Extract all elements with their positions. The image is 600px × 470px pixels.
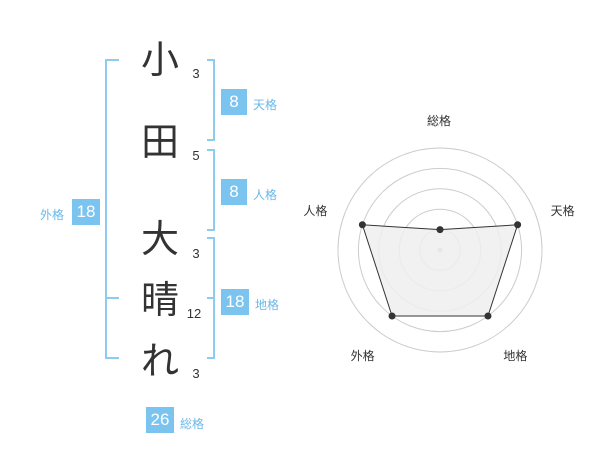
radar-point-3 bbox=[484, 312, 492, 320]
stroke-count-2: 5 bbox=[192, 148, 200, 163]
jinkaku-label: 人格 bbox=[253, 188, 278, 202]
radar-axis-label-1: 総格 bbox=[427, 114, 452, 128]
radar-point-2 bbox=[514, 221, 522, 229]
tenkaku-bracket bbox=[207, 59, 215, 141]
jinkaku-value: 8 bbox=[221, 179, 247, 205]
chikaku-value: 18 bbox=[221, 289, 249, 315]
name-char-4: 晴 bbox=[140, 278, 179, 322]
chikaku-label: 地格 bbox=[255, 298, 280, 312]
stroke-count-3: 3 bbox=[192, 246, 200, 261]
radar-axis-label-3: 地格 bbox=[503, 349, 528, 364]
stroke-count-5: 3 bbox=[192, 366, 200, 381]
name-char-2: 田 bbox=[140, 120, 179, 164]
gaikaku-bracket bbox=[105, 59, 119, 359]
tenkaku-value: 8 bbox=[221, 89, 247, 115]
gaikaku-value: 18 bbox=[72, 199, 100, 225]
stroke-count-1: 3 bbox=[192, 66, 200, 81]
stroke-count-4: 12 bbox=[186, 306, 202, 321]
radar-axis-label-2: 天格 bbox=[550, 203, 575, 218]
name-char-1: 小 bbox=[140, 38, 179, 82]
radar-axis-label-5: 人格 bbox=[303, 203, 328, 218]
name-char-3: 大 bbox=[140, 217, 179, 261]
radar-axis-label-4: 外格 bbox=[350, 349, 375, 364]
radar-ring bbox=[357, 167, 523, 333]
radar-point-4 bbox=[388, 312, 396, 320]
gaikaku-label: 外格 bbox=[40, 208, 65, 222]
tenkaku-label: 天格 bbox=[253, 98, 278, 112]
radar-ring bbox=[337, 147, 543, 353]
name-char-5: れ bbox=[140, 339, 179, 383]
soukaku-label: 総格 bbox=[180, 417, 205, 431]
radar-series-shape bbox=[361, 224, 519, 317]
soukaku-value: 26 bbox=[146, 407, 174, 433]
radar-point-1 bbox=[436, 226, 444, 234]
radar-point-5 bbox=[358, 221, 366, 229]
jinkaku-bracket bbox=[207, 149, 215, 231]
